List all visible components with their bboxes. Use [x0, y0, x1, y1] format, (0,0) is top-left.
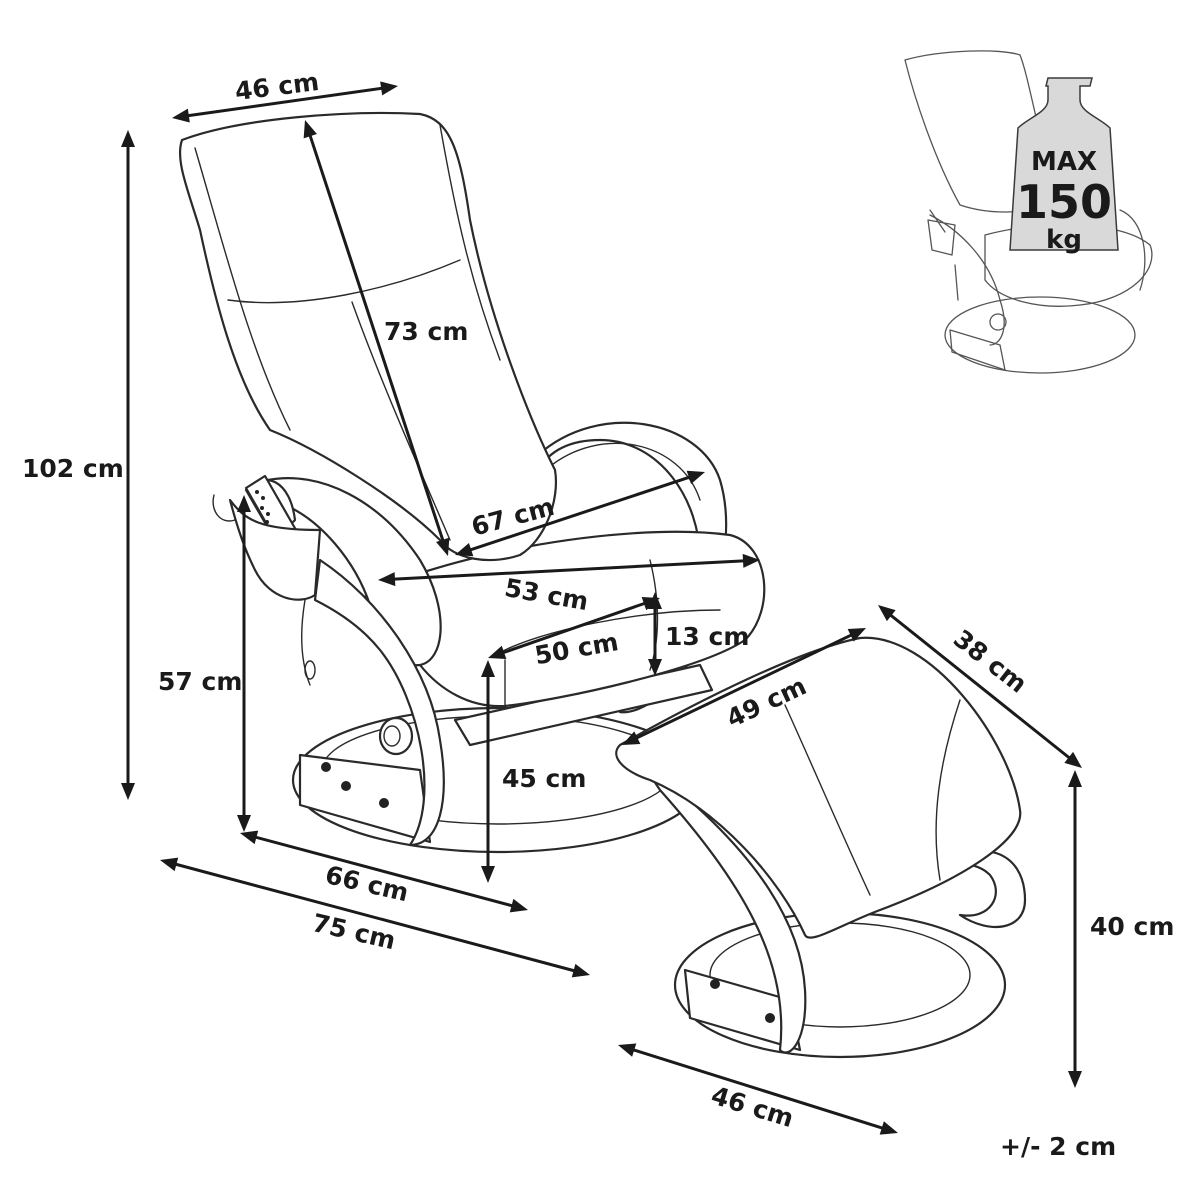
- dim-line: [307, 132, 446, 544]
- arrowhead-icon: [622, 731, 641, 745]
- dim-arrow-armrest-height: [237, 495, 251, 832]
- dim-arrow-backrest-length: [303, 120, 450, 556]
- tolerance-note: +/- 2 cm: [1000, 1132, 1116, 1161]
- label-backrest-length: 73 cm: [384, 317, 468, 346]
- dim-arrow-footstool-base: [618, 1043, 898, 1135]
- arrowhead-icon: [237, 495, 251, 512]
- dimension-arrows: [121, 81, 1082, 1135]
- dim-arrow-footstool-length: [622, 628, 866, 745]
- backrest: [178, 111, 557, 562]
- dim-line: [391, 559, 747, 581]
- dim-line: [185, 86, 385, 118]
- dim-arrow-total-height: [121, 130, 135, 800]
- dim-arrow-chair-depth: [455, 470, 705, 557]
- arrowhead-icon: [121, 130, 135, 147]
- arrowhead-icon: [481, 866, 495, 883]
- weight-badge-value: 150: [1016, 175, 1112, 229]
- arrowhead-icon: [160, 857, 179, 872]
- dim-line: [630, 1047, 886, 1131]
- arrowhead-icon: [237, 815, 251, 832]
- arrowhead-icon: [303, 120, 317, 139]
- side-pocket-with-remote: [212, 474, 322, 686]
- dim-arrow-cushion-thickness: [648, 592, 662, 676]
- dim-arrow-seat-height: [481, 660, 495, 883]
- arrowhead-icon: [509, 898, 528, 913]
- arrowhead-icon: [240, 830, 259, 845]
- dim-arrow-seat-depth: [378, 553, 760, 587]
- arrowhead-icon: [571, 963, 590, 978]
- dim-arrow-overall-depth: [160, 857, 590, 978]
- dim-arrow-footstool-height: [1068, 770, 1082, 1088]
- arrowhead-icon: [1064, 751, 1082, 768]
- weight-badge-max: MAX: [1031, 147, 1097, 177]
- arrowhead-icon: [488, 645, 507, 660]
- arrowhead-icon: [879, 1121, 898, 1135]
- arrowhead-icon: [380, 81, 398, 96]
- footstool-frame: [638, 758, 1027, 1054]
- footstool-drawing: [615, 636, 1027, 1059]
- dim-line: [173, 862, 577, 973]
- label-total-height: 102 cm: [22, 454, 124, 483]
- dim-arrow-backrest-width: [172, 81, 398, 123]
- weight-capacity-inset: MAX 150 kg: [904, 50, 1153, 374]
- footstool-base: [673, 911, 1007, 1059]
- dim-line: [633, 632, 855, 741]
- arrowhead-icon: [1068, 1071, 1082, 1088]
- label-cushion-thickness: 13 cm: [665, 622, 749, 651]
- arrowhead-icon: [481, 660, 495, 677]
- label-overall-depth: 75 cm: [310, 908, 399, 955]
- label-footstool-width: 38 cm: [948, 624, 1032, 699]
- arrowhead-icon: [1068, 770, 1082, 787]
- label-armrest-height: 57 cm: [158, 667, 242, 696]
- arrowhead-icon: [648, 659, 662, 676]
- left-armrest: [266, 477, 445, 847]
- dim-line: [467, 474, 693, 553]
- chair-base: [291, 706, 705, 854]
- dim-line: [253, 835, 515, 908]
- dim-line: [500, 601, 648, 655]
- weight-icon: [1009, 77, 1119, 251]
- dim-arrow-base-depth: [240, 830, 528, 913]
- label-footstool-height: 40 cm: [1090, 912, 1174, 941]
- arrowhead-icon: [455, 543, 474, 557]
- arrowhead-icon: [686, 470, 705, 484]
- label-seat-height: 45 cm: [502, 764, 586, 793]
- arrowhead-icon: [742, 553, 760, 568]
- arrowhead-icon: [436, 537, 450, 556]
- arrowhead-icon: [172, 108, 190, 123]
- dim-arrow-footstool-width: [878, 605, 1082, 768]
- arrowhead-icon: [847, 628, 866, 642]
- arrowhead-icon: [378, 572, 396, 587]
- arrowhead-icon: [648, 592, 662, 609]
- arrowhead-icon: [121, 783, 135, 800]
- arrowhead-icon: [878, 605, 896, 622]
- dim-line: [888, 612, 1072, 761]
- weight-badge-unit: kg: [1046, 225, 1082, 255]
- arrowhead-icon: [618, 1043, 637, 1057]
- recliner-chair-drawing: [178, 111, 766, 854]
